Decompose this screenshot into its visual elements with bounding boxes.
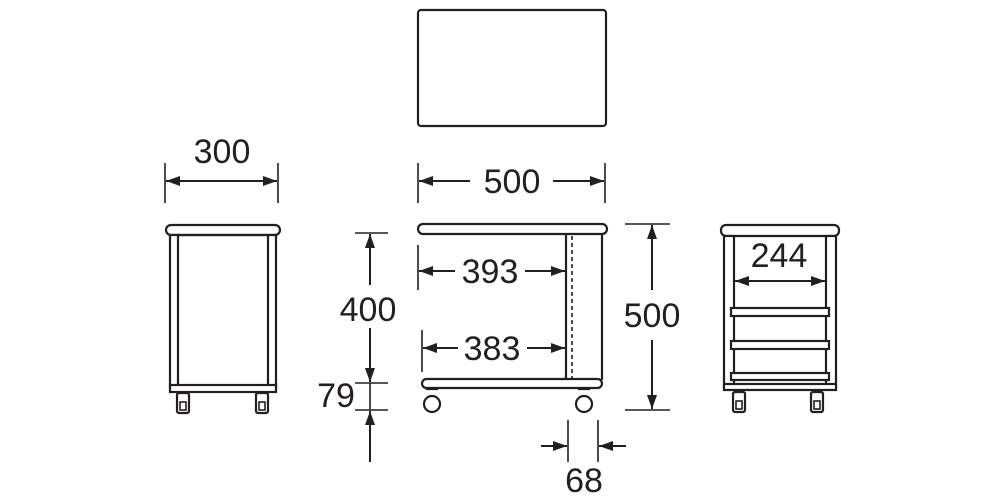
caster-icon bbox=[254, 391, 270, 415]
dimension-depth: 300 bbox=[164, 133, 279, 203]
caster-icon bbox=[574, 387, 594, 414]
caster-icon bbox=[731, 390, 747, 414]
dimension-bottom-inner: 383 bbox=[421, 330, 565, 372]
top-inner-label: 393 bbox=[462, 253, 519, 291]
side-view bbox=[164, 223, 282, 415]
dimension-inner-height: 400 bbox=[340, 232, 397, 411]
dimension-base-height: 79 bbox=[317, 377, 375, 462]
front-view bbox=[416, 222, 609, 414]
inner-height-label: 400 bbox=[340, 291, 397, 329]
depth-label: 300 bbox=[194, 133, 251, 171]
top-view bbox=[416, 8, 608, 128]
caster-icon bbox=[809, 390, 825, 414]
inner-width-label: 244 bbox=[751, 237, 808, 275]
dimension-width: 500 bbox=[417, 163, 606, 203]
total-height-label: 500 bbox=[624, 297, 681, 335]
dimension-inner-width: 244 bbox=[735, 237, 825, 286]
back-view bbox=[719, 223, 841, 414]
dimension-panel-depth: 68 bbox=[541, 420, 626, 500]
caster-icon bbox=[175, 391, 191, 415]
dimension-top-inner: 393 bbox=[417, 245, 565, 291]
base-height-label: 79 bbox=[317, 377, 355, 415]
bottom-inner-label: 383 bbox=[464, 330, 521, 368]
dimension-total-height: 500 bbox=[624, 223, 681, 411]
caster-icon bbox=[422, 387, 442, 414]
width-label: 500 bbox=[484, 163, 541, 201]
panel-depth-label: 68 bbox=[565, 462, 603, 500]
